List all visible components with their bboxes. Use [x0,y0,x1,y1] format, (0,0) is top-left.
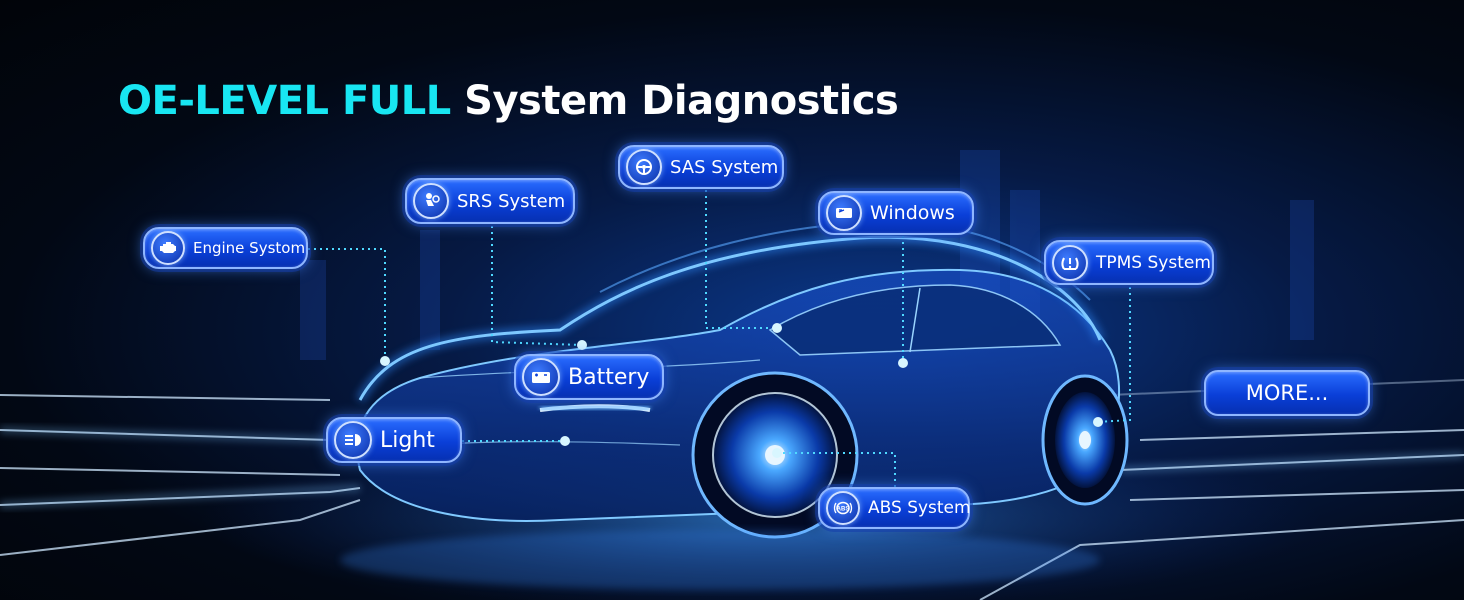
engine-system-button[interactable]: Engine Systom [143,227,308,269]
sas-system-button[interactable]: SAS System [618,145,784,189]
engine-system-label: Engine Systom [193,239,306,257]
svg-text:ABS: ABS [837,507,850,513]
connector-lines [308,190,1131,487]
srs-system-label: SRS System [457,190,566,212]
tpms-system-button[interactable]: TPMS System [1044,240,1214,285]
steering-wheel-icon [626,149,662,185]
city-background [300,150,1314,360]
title-accent: OE-LEVEL FULL [118,78,451,124]
window-icon [826,195,862,231]
more-label: MORE... [1245,381,1329,405]
srs-system-button[interactable]: SRS System [405,178,575,224]
airbag-seat-icon [413,183,449,219]
light-label: Light [380,427,435,453]
sas-system-label: SAS System [670,156,779,178]
glow-arc [358,235,1102,401]
battery-label: Battery [568,364,650,390]
title-rest: System Diagnostics [450,78,899,124]
windows-label: Windows [870,202,955,224]
battery-button[interactable]: Battery [514,354,664,400]
rear-wheel [1041,374,1129,506]
battery-icon [522,358,560,396]
abs-brake-icon: ABS [826,491,860,525]
page-title: OE-LEVEL FULL System Diagnostics [118,78,899,124]
windows-button[interactable]: Windows [818,191,974,235]
tire-pressure-icon [1052,244,1088,281]
tpms-system-label: TPMS System [1096,252,1211,273]
connector-dots [380,323,1103,458]
abs-system-label: ABS System [868,498,971,518]
light-button[interactable]: Light [326,417,462,463]
more-button[interactable]: MORE... [1204,370,1370,416]
headlight-icon [334,421,372,459]
engine-icon [151,231,185,265]
abs-system-button[interactable]: ABS ABS System [818,487,971,529]
